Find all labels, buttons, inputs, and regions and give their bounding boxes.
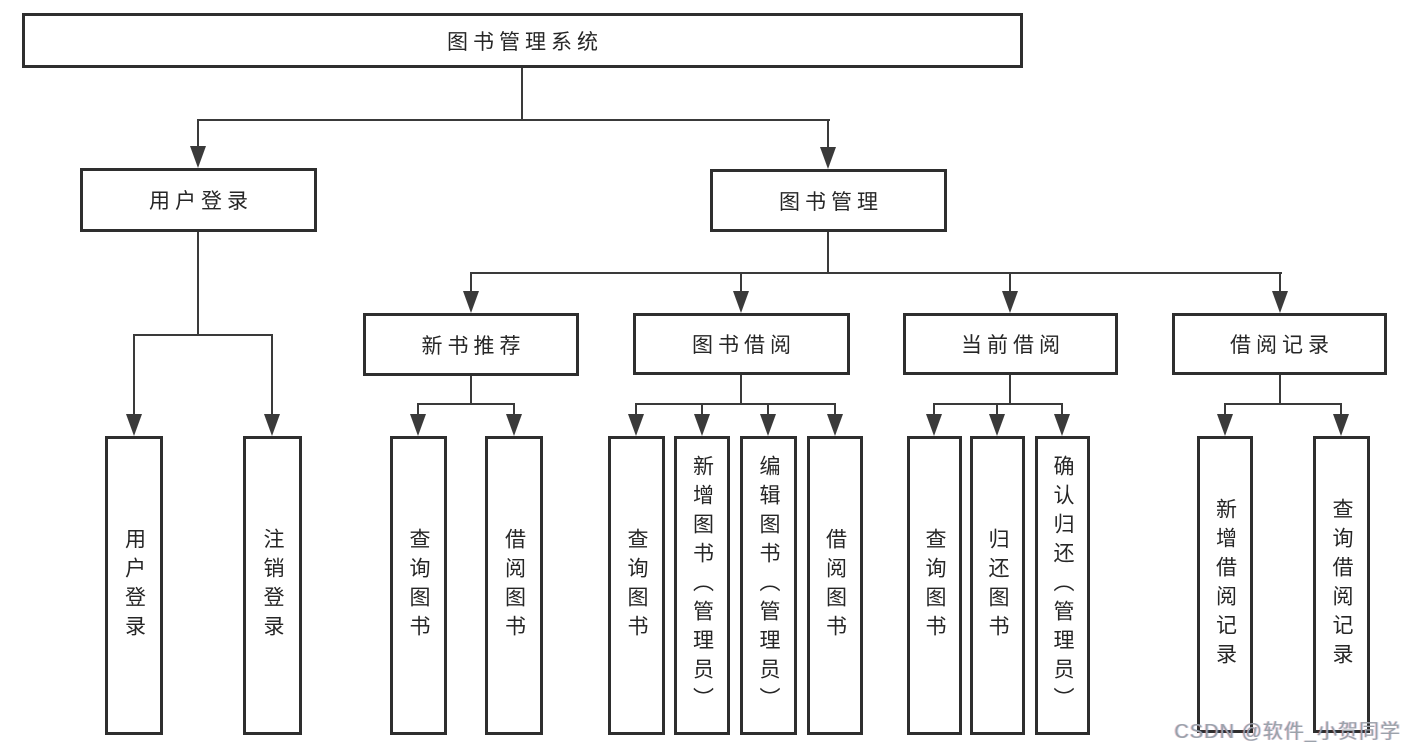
- connector-line: [740, 375, 742, 405]
- arrowhead: [463, 291, 479, 313]
- leaf-label: 借阅图书: [823, 527, 847, 644]
- connector-line: [197, 119, 830, 121]
- leaf-node-edit-book-admin: 编辑图书（管理员）: [740, 436, 797, 735]
- node-root-system: 图书管理系统: [22, 13, 1023, 68]
- connector-line: [635, 403, 836, 405]
- connector-line: [767, 403, 769, 416]
- connector-line: [933, 403, 935, 416]
- connector-line: [1061, 403, 1063, 416]
- connector-line: [470, 272, 1282, 274]
- connector-line: [1279, 272, 1281, 293]
- node-book-borrow-label: 图书借阅: [692, 334, 796, 357]
- leaf-label: 借阅图书: [502, 527, 526, 644]
- arrowhead: [926, 414, 942, 436]
- leaf-label: 查询图书: [923, 527, 946, 644]
- node-new-book-recommend: 新书推荐: [363, 313, 579, 376]
- leaf-node-return-book: 归还图书: [970, 436, 1025, 735]
- connector-line: [133, 334, 135, 416]
- leaf-node-borrow-books-recommend: 借阅图书: [485, 436, 543, 735]
- leaf-node-query-books-borrow: 查询图书: [608, 436, 665, 735]
- arrowhead: [506, 414, 522, 436]
- arrowhead: [827, 414, 843, 436]
- connector-line: [635, 403, 637, 416]
- connector-line: [470, 376, 472, 405]
- node-borrow-records: 借阅记录: [1172, 313, 1387, 375]
- connector-line: [197, 119, 199, 148]
- connector-line: [1340, 403, 1342, 416]
- arrowhead: [410, 414, 426, 436]
- leaf-label: 编辑图书（管理员）: [757, 455, 780, 716]
- arrowhead: [760, 414, 776, 436]
- leaf-label: 归还图书: [986, 527, 1009, 644]
- connector-line: [1279, 375, 1281, 405]
- leaf-label: 新增图书（管理员）: [690, 455, 714, 716]
- connector-line: [1009, 272, 1011, 293]
- connector-line: [521, 68, 523, 121]
- leaf-label: 确认归还（管理员）: [1051, 455, 1074, 716]
- leaf-node-query-books-recommend: 查询图书: [390, 436, 447, 735]
- arrowhead: [733, 291, 749, 313]
- leaf-node-borrow-books: 借阅图书: [807, 436, 863, 735]
- csdn-watermark: CSDN @软件_小贺同学: [1174, 721, 1401, 743]
- connector-line: [417, 403, 419, 416]
- leaf-node-user-login: 用户登录: [105, 436, 163, 735]
- leaf-node-add-book-admin: 新增图书（管理员）: [674, 436, 730, 735]
- arrowhead: [1272, 291, 1288, 313]
- arrowhead: [1333, 414, 1349, 436]
- node-current-borrow-label: 当前借阅: [961, 334, 1065, 357]
- connector-line: [701, 403, 703, 416]
- arrowhead: [1217, 414, 1233, 436]
- node-user-login-group-label: 用户登录: [149, 190, 253, 213]
- leaf-node-query-books-current: 查询图书: [907, 436, 962, 735]
- node-root-label: 图书管理系统: [447, 30, 603, 54]
- connector-line: [271, 334, 273, 416]
- node-current-borrow: 当前借阅: [903, 313, 1118, 375]
- connector-line: [827, 119, 829, 149]
- connector-line: [827, 232, 829, 274]
- leaf-label: 查询图书: [625, 527, 648, 644]
- arrowhead: [264, 414, 280, 436]
- leaf-label: 查询借阅记录: [1330, 497, 1353, 672]
- connector-line: [417, 403, 515, 405]
- arrowhead: [126, 414, 142, 436]
- node-borrow-records-label: 借阅记录: [1230, 334, 1334, 357]
- leaf-label: 新增借阅记录: [1213, 497, 1237, 672]
- connector-line: [740, 272, 742, 293]
- connector-line: [1224, 403, 1342, 405]
- arrowhead: [989, 414, 1005, 436]
- connector-line: [996, 403, 998, 416]
- leaf-node-add-borrow-record: 新增借阅记录: [1197, 436, 1253, 733]
- connector-line: [470, 272, 472, 293]
- arrowhead: [694, 414, 710, 436]
- leaf-node-confirm-return-admin: 确认归还（管理员）: [1035, 436, 1090, 735]
- connector-line: [834, 403, 836, 416]
- connector-line: [133, 334, 273, 336]
- connector-line: [1224, 403, 1226, 416]
- connector-line: [1009, 375, 1011, 405]
- node-book-management-label: 图书管理: [779, 190, 883, 214]
- leaf-label: 用户登录: [122, 527, 146, 644]
- arrowhead: [1054, 414, 1070, 436]
- connector-line: [933, 403, 1063, 405]
- leaf-node-query-borrow-record: 查询借阅记录: [1313, 436, 1370, 733]
- node-book-borrow: 图书借阅: [633, 313, 850, 375]
- arrowhead: [190, 146, 206, 168]
- arrowhead: [1002, 291, 1018, 313]
- connector-line: [513, 403, 515, 416]
- leaf-label: 注销登录: [261, 527, 284, 644]
- connector-line: [197, 232, 199, 336]
- leaf-node-logout: 注销登录: [243, 436, 302, 735]
- node-user-login-group: 用户登录: [80, 168, 317, 232]
- arrowhead: [820, 147, 836, 169]
- node-new-book-recommend-label: 新书推荐: [421, 334, 526, 358]
- leaf-label: 查询图书: [407, 527, 430, 644]
- node-book-management: 图书管理: [710, 169, 947, 232]
- arrowhead: [628, 414, 644, 436]
